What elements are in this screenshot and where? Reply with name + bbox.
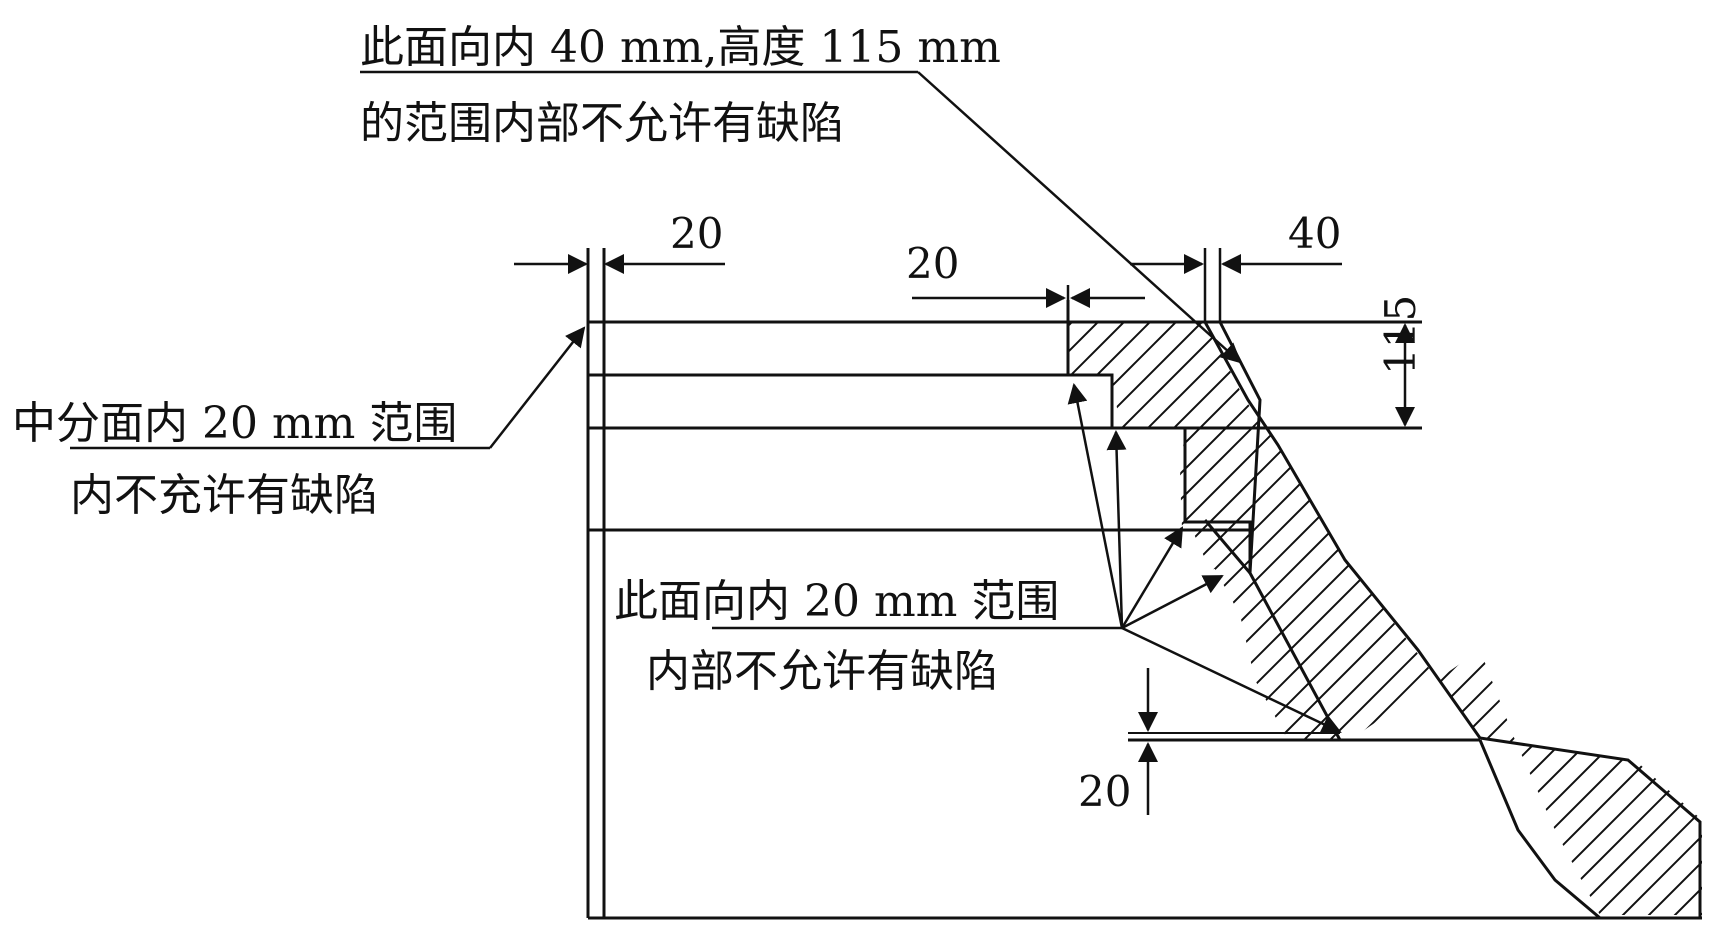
hatch-line (1068, 322, 1301, 915)
hatch-line (1509, 322, 1702, 915)
leader-top (360, 70, 1242, 364)
hatch-line (1068, 322, 1249, 915)
left-annotation-line1: 中分面内 20 mm 范围 (12, 398, 457, 449)
dim-step-20 (912, 285, 1145, 322)
hatch-line (1197, 322, 1702, 915)
dim-label-step-20: 20 (906, 239, 959, 288)
left-annotation-line2: 内不充许有缺陷 (70, 470, 378, 521)
hatch-line (1587, 322, 1702, 915)
dim-label-bottom-20: 20 (1078, 767, 1131, 816)
hatch-line (1483, 322, 1702, 915)
dim-115 (1220, 320, 1422, 430)
hatch-line (1457, 322, 1702, 915)
hatch-line (1068, 322, 1223, 915)
hatch-line (2, 250, 702, 945)
leader-left (70, 326, 586, 450)
hatch-line (1223, 322, 1702, 915)
hatch-line (1068, 322, 1691, 915)
hatch-line (0, 250, 676, 945)
hatch-line (1379, 322, 1702, 915)
dim-label-left-20: 20 (670, 209, 723, 258)
hatch-line (1561, 322, 1702, 915)
mid-annotation-line2: 内部不允许有缺陷 (646, 646, 998, 697)
top-annotation-line1: 此面向内 40 mm,高度 115 mm (360, 22, 1001, 73)
hatch-line (1068, 322, 1327, 915)
dim-top-40 (1130, 248, 1342, 322)
hatch-line (1535, 322, 1702, 915)
dim-label-top-40: 40 (1288, 209, 1341, 258)
hatch-line (1068, 322, 1197, 915)
dim-label-115: 115 (1376, 295, 1425, 375)
leader-mid (712, 383, 1342, 734)
hatch-line (1301, 322, 1702, 915)
mid-annotation-line1: 此面向内 20 mm 范围 (614, 576, 1059, 627)
hatch-line (1249, 322, 1702, 915)
hatch-line (1405, 322, 1702, 915)
hatch-line (1665, 322, 1702, 915)
hatch-line (1171, 322, 1702, 915)
top-annotation-line2: 的范围内部不允许有缺陷 (360, 98, 844, 149)
hatch-line (1068, 322, 1275, 915)
hatch-line (0, 250, 650, 945)
hatch-line (1691, 322, 1702, 915)
